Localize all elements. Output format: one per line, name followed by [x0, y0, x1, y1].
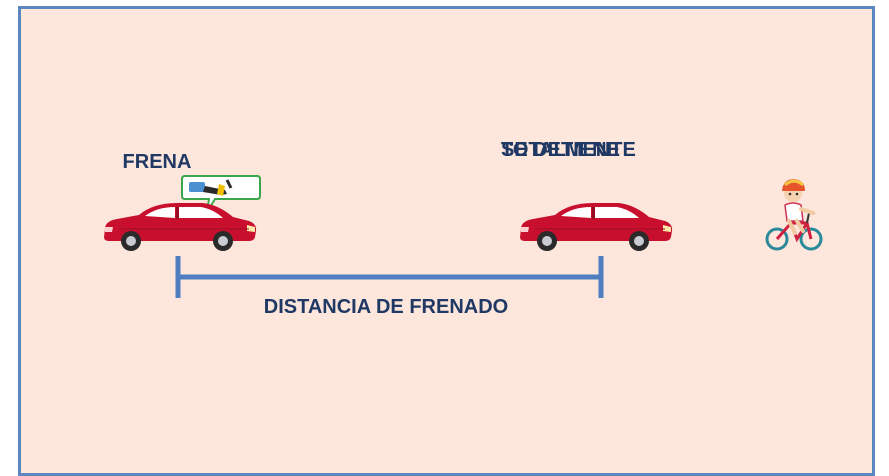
stop-label-line1: SE DETIENE	[501, 139, 620, 161]
brake-label: FRENA	[122, 151, 192, 173]
braking-distance-line	[175, 256, 604, 298]
car-stopped-icon	[520, 203, 673, 251]
brake-pedal-bubble-icon	[181, 175, 261, 213]
slide-panel: FRENA SE DETIENE TOTALMENTE	[18, 6, 875, 476]
car-braking-icon	[104, 203, 257, 251]
stop-label-line2: TOTALMENTE	[501, 139, 636, 161]
child-cyclist-icon	[765, 179, 823, 251]
distance-label: DISTANCIA DE FRENADO	[263, 296, 509, 318]
